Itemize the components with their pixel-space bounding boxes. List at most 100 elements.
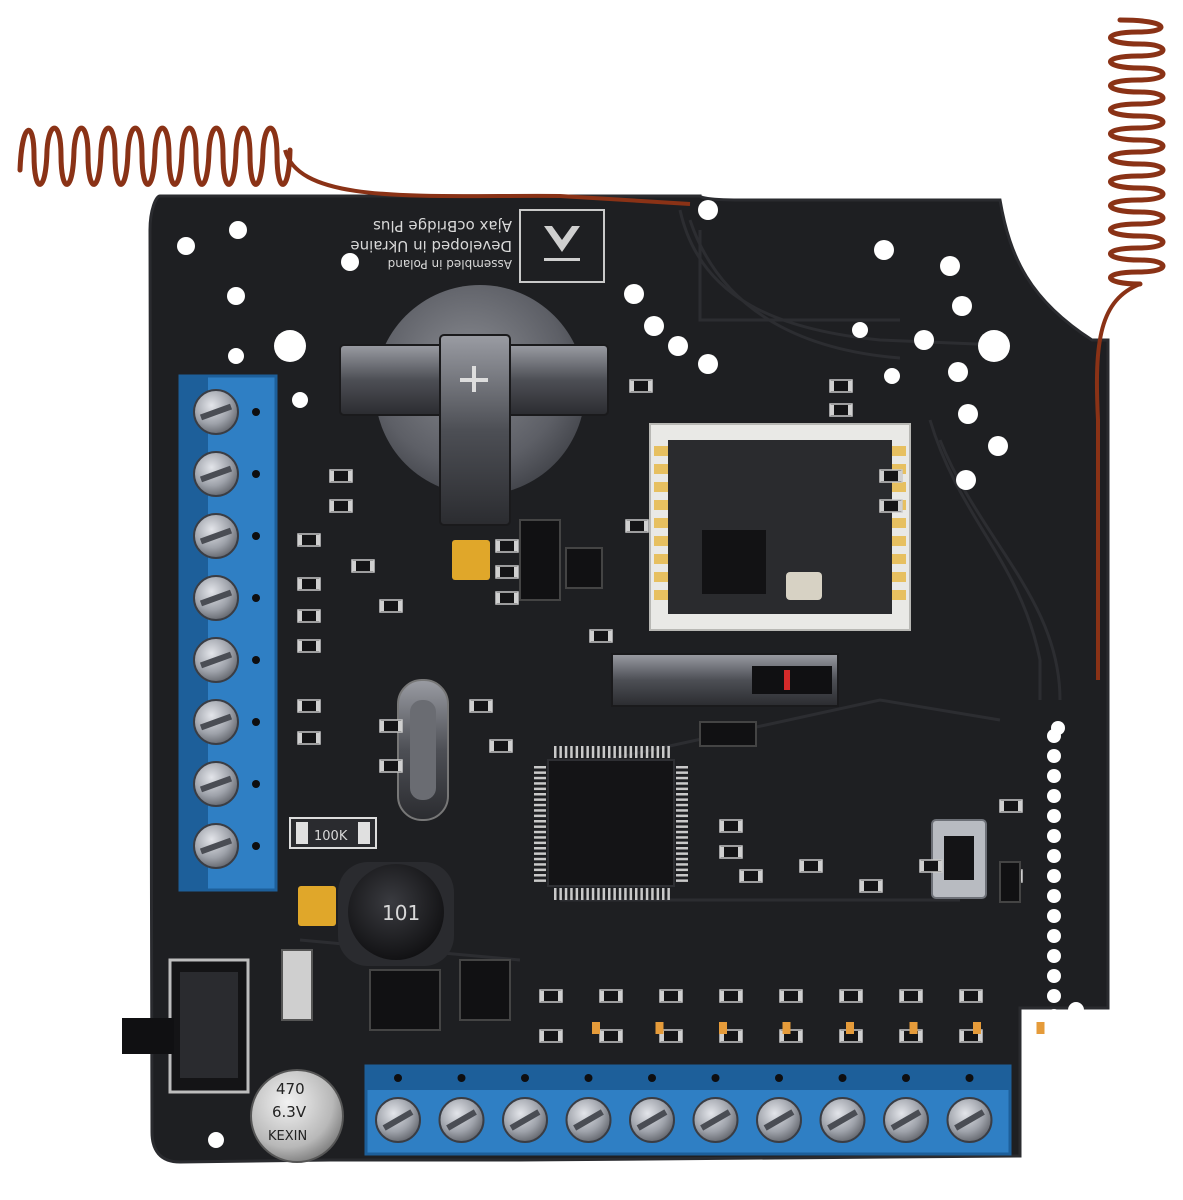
ic-chip	[369, 969, 441, 1031]
smd-pad	[938, 861, 942, 871]
mcu-pin	[676, 798, 688, 801]
rf-pad	[892, 482, 906, 492]
smd-pad	[660, 991, 664, 1001]
ic-chip	[999, 861, 1021, 903]
edge-pad	[1047, 1009, 1061, 1023]
smd-pad	[630, 381, 634, 391]
smd-pad	[840, 991, 844, 1001]
mcu-pin	[591, 888, 595, 900]
smd-pad	[540, 991, 544, 1001]
screw-slot	[199, 589, 233, 607]
screw-slot	[700, 1109, 731, 1131]
mcu-pin	[676, 841, 688, 845]
smd-pad	[298, 579, 302, 589]
smd-pad	[488, 701, 492, 711]
edge-pad	[1047, 969, 1061, 983]
mcu-pin	[635, 888, 638, 900]
mcu-pin	[534, 868, 546, 872]
rf-module	[649, 423, 911, 631]
smd-pad	[398, 721, 402, 731]
smd-pad	[1000, 801, 1004, 811]
mcu-pin	[570, 888, 573, 900]
mcu-pin	[534, 787, 546, 791]
terminal-hole	[521, 1074, 529, 1082]
smd-pad	[316, 579, 320, 589]
edge-pad	[1047, 869, 1061, 883]
edge-pad	[1047, 1029, 1061, 1043]
mcu-pin	[554, 888, 557, 900]
mcu-pin	[676, 874, 688, 877]
terminal-hole	[252, 408, 260, 416]
silkscreen-text: Ajax ocBridge Plus Developed in Ukraine …	[350, 217, 512, 271]
led	[1036, 1022, 1045, 1034]
board-hole	[208, 1132, 224, 1148]
electrolytic-capacitor: 470 6.3V KEXIN	[250, 1069, 344, 1163]
smd-pad	[298, 611, 302, 621]
mcu-pin	[608, 746, 611, 758]
mcu-pin	[564, 888, 568, 900]
board-hole	[988, 436, 1008, 456]
smd-pad	[514, 567, 518, 577]
mcu-pin	[602, 888, 606, 900]
capacitor-mark-b: 6.3V	[272, 1103, 307, 1121]
antenna-lead-left	[283, 149, 691, 206]
rf-pad	[892, 554, 906, 564]
mcu-pin	[676, 857, 688, 861]
mcu-pin	[613, 746, 616, 758]
mcu-pin	[667, 746, 670, 758]
mcu-pin	[640, 746, 643, 758]
terminal-hole	[965, 1074, 974, 1082]
mcu-pin	[629, 746, 633, 758]
smd-pad	[352, 561, 356, 571]
terminal-screws	[193, 389, 993, 1143]
smd-pad	[960, 991, 964, 1001]
smd-pad	[370, 561, 374, 571]
copper-traces	[299, 209, 1062, 962]
mcu-pin	[676, 868, 688, 872]
resistor-mark: 100K	[314, 829, 348, 844]
smd-pad	[348, 471, 352, 481]
led	[782, 1022, 791, 1034]
usb-port	[931, 819, 987, 899]
screw-slot	[954, 1109, 985, 1131]
smd-pad	[644, 521, 648, 531]
smd-pad	[880, 501, 884, 511]
board-hole	[914, 330, 934, 350]
led	[973, 1022, 981, 1034]
screw-slot	[446, 1109, 477, 1131]
mcu-pin	[534, 776, 546, 780]
edge-pad	[1047, 789, 1061, 803]
board-hole	[952, 296, 972, 316]
mcu-pin	[618, 746, 622, 758]
smd-pad	[918, 1031, 922, 1041]
board-hole	[624, 284, 644, 304]
mcu-pin	[662, 888, 665, 900]
mcu-pin	[676, 803, 688, 807]
mcu-pin	[676, 830, 688, 834]
mcu-pin	[586, 888, 589, 900]
edge-pad	[1047, 949, 1061, 963]
antennas	[17, 17, 1166, 680]
rf-pad	[654, 518, 668, 528]
rf-pad	[892, 446, 906, 456]
smd-pad	[298, 733, 302, 743]
board-hole	[644, 316, 664, 336]
mcu-pin	[608, 888, 611, 900]
smd-pad	[660, 1031, 664, 1041]
tantalum-capacitor-2	[298, 886, 336, 926]
battery-clip	[339, 334, 609, 526]
mcu-pin	[629, 888, 633, 900]
mcu-pin	[586, 746, 589, 758]
ajax-logo-icon	[544, 226, 580, 261]
screw-slot	[199, 651, 233, 669]
smd-pad	[316, 611, 320, 621]
smd-pad	[316, 701, 320, 711]
mcu-pin	[676, 879, 688, 882]
terminal-hole	[902, 1074, 910, 1082]
edge-pads	[1047, 729, 1061, 1063]
smd-pad	[558, 1031, 562, 1041]
board-hole	[956, 470, 976, 490]
smd-pad	[618, 991, 622, 1001]
edge-pad	[1047, 809, 1061, 823]
edge-pad	[1047, 769, 1061, 783]
